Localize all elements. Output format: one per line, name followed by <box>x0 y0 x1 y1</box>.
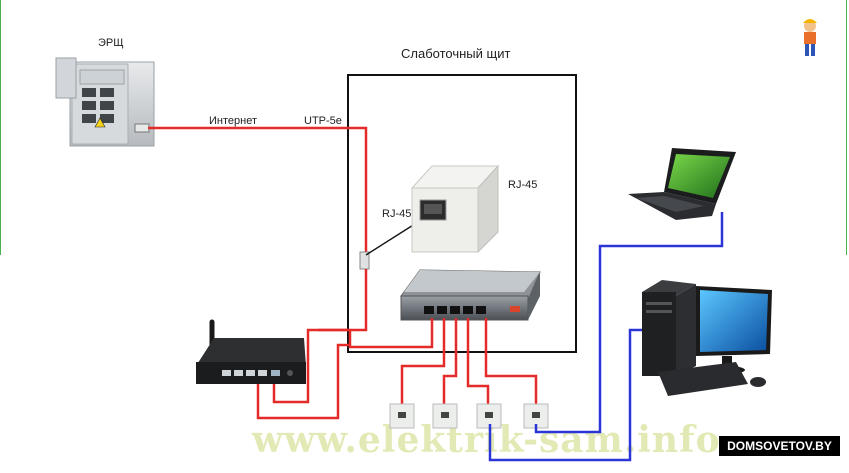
internet-cable <box>148 126 368 255</box>
cable-type-label: UTP-5e <box>304 115 342 127</box>
socket1-cable <box>400 318 446 410</box>
desktop-pc-icon <box>642 280 772 396</box>
pointer-line <box>365 221 419 256</box>
socket2-cable <box>442 318 458 410</box>
cabinet-title: Слаботочный щит <box>401 46 510 61</box>
rj45-right-label: RJ-45 <box>508 179 537 191</box>
laptop-cable <box>534 212 724 434</box>
rj45-coupler-icon <box>410 164 500 254</box>
low-voltage-cabinet <box>347 74 577 353</box>
mascot-icon <box>803 19 817 56</box>
frame-border <box>0 0 847 255</box>
wifi-router-icon <box>196 319 306 384</box>
socket3-cable <box>466 318 490 410</box>
wall-socket-icon <box>389 403 415 429</box>
panel-label: ЭРЩ <box>98 37 124 49</box>
socket4-cable <box>484 318 538 410</box>
router-lan-cable <box>256 343 350 420</box>
router-link-cable <box>272 328 348 404</box>
rj45-plug <box>359 251 370 270</box>
network-switch-icon <box>400 269 541 321</box>
electrical-panel-icon <box>55 57 155 147</box>
site-badge: DOMSOVETOV.BY <box>719 436 840 456</box>
rj45-left-label: RJ-45 <box>382 208 411 220</box>
wall-socket-icon <box>432 403 458 429</box>
wall-socket-icon <box>523 403 549 429</box>
pc-cable <box>488 328 646 462</box>
laptop-icon <box>628 148 736 220</box>
internet-label: Интернет <box>209 115 257 127</box>
uplink-cable <box>348 269 434 349</box>
